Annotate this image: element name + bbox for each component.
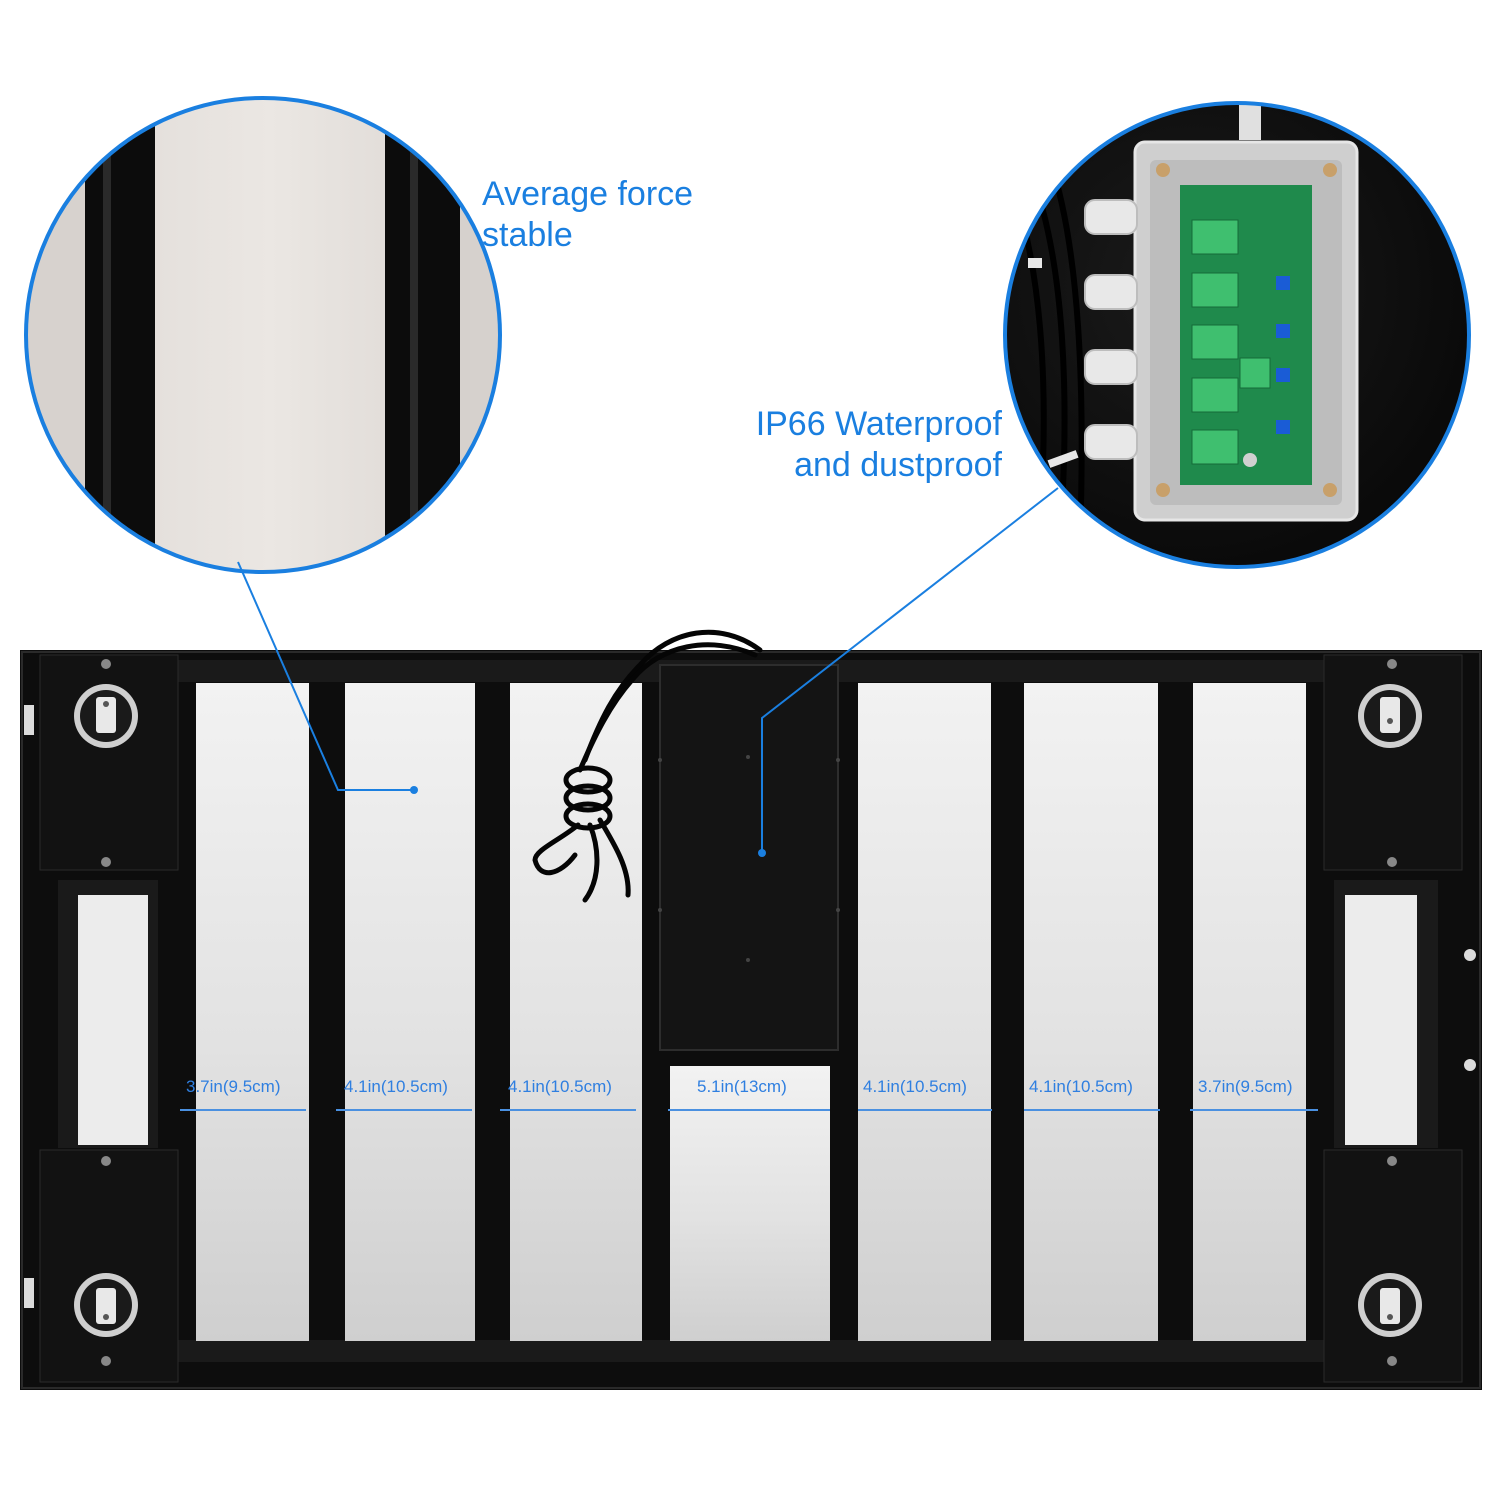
dimension-label: 3.7in(9.5cm) xyxy=(186,1077,281,1096)
callout-ip66: IP66 Waterproof and dustproof xyxy=(700,404,1002,486)
callout-average-force: Average force stable xyxy=(482,174,693,256)
junction-cover xyxy=(659,664,839,1051)
frame-panels xyxy=(196,683,1306,1341)
dimension-label: 4.1in(10.5cm) xyxy=(1029,1077,1133,1096)
zoom-circle-right xyxy=(1003,101,1471,569)
dimension-label: 4.1in(10.5cm) xyxy=(863,1077,967,1096)
dimension-label: 4.1in(10.5cm) xyxy=(344,1077,448,1096)
leader-lines xyxy=(237,487,1059,852)
left-end-mount xyxy=(24,654,179,1383)
leader-dot-right xyxy=(758,849,766,857)
dimension-label: 5.1in(13cm) xyxy=(697,1077,787,1096)
callout-right-line2: and dustproof xyxy=(794,446,1002,484)
callout-left-line2: stable xyxy=(482,216,573,254)
callout-left-line1: Average force xyxy=(482,175,694,213)
right-end-mount xyxy=(1323,654,1476,1383)
coiled-cable xyxy=(532,629,763,903)
zoom-circle-left xyxy=(24,96,502,574)
dimension-label: 3.7in(9.5cm) xyxy=(1198,1077,1293,1096)
callout-right-line1: IP66 Waterproof xyxy=(755,405,1002,443)
dimension-label: 4.1in(10.5cm) xyxy=(508,1077,612,1096)
leader-dot-left xyxy=(410,786,418,794)
scale-frame xyxy=(20,629,1482,1390)
